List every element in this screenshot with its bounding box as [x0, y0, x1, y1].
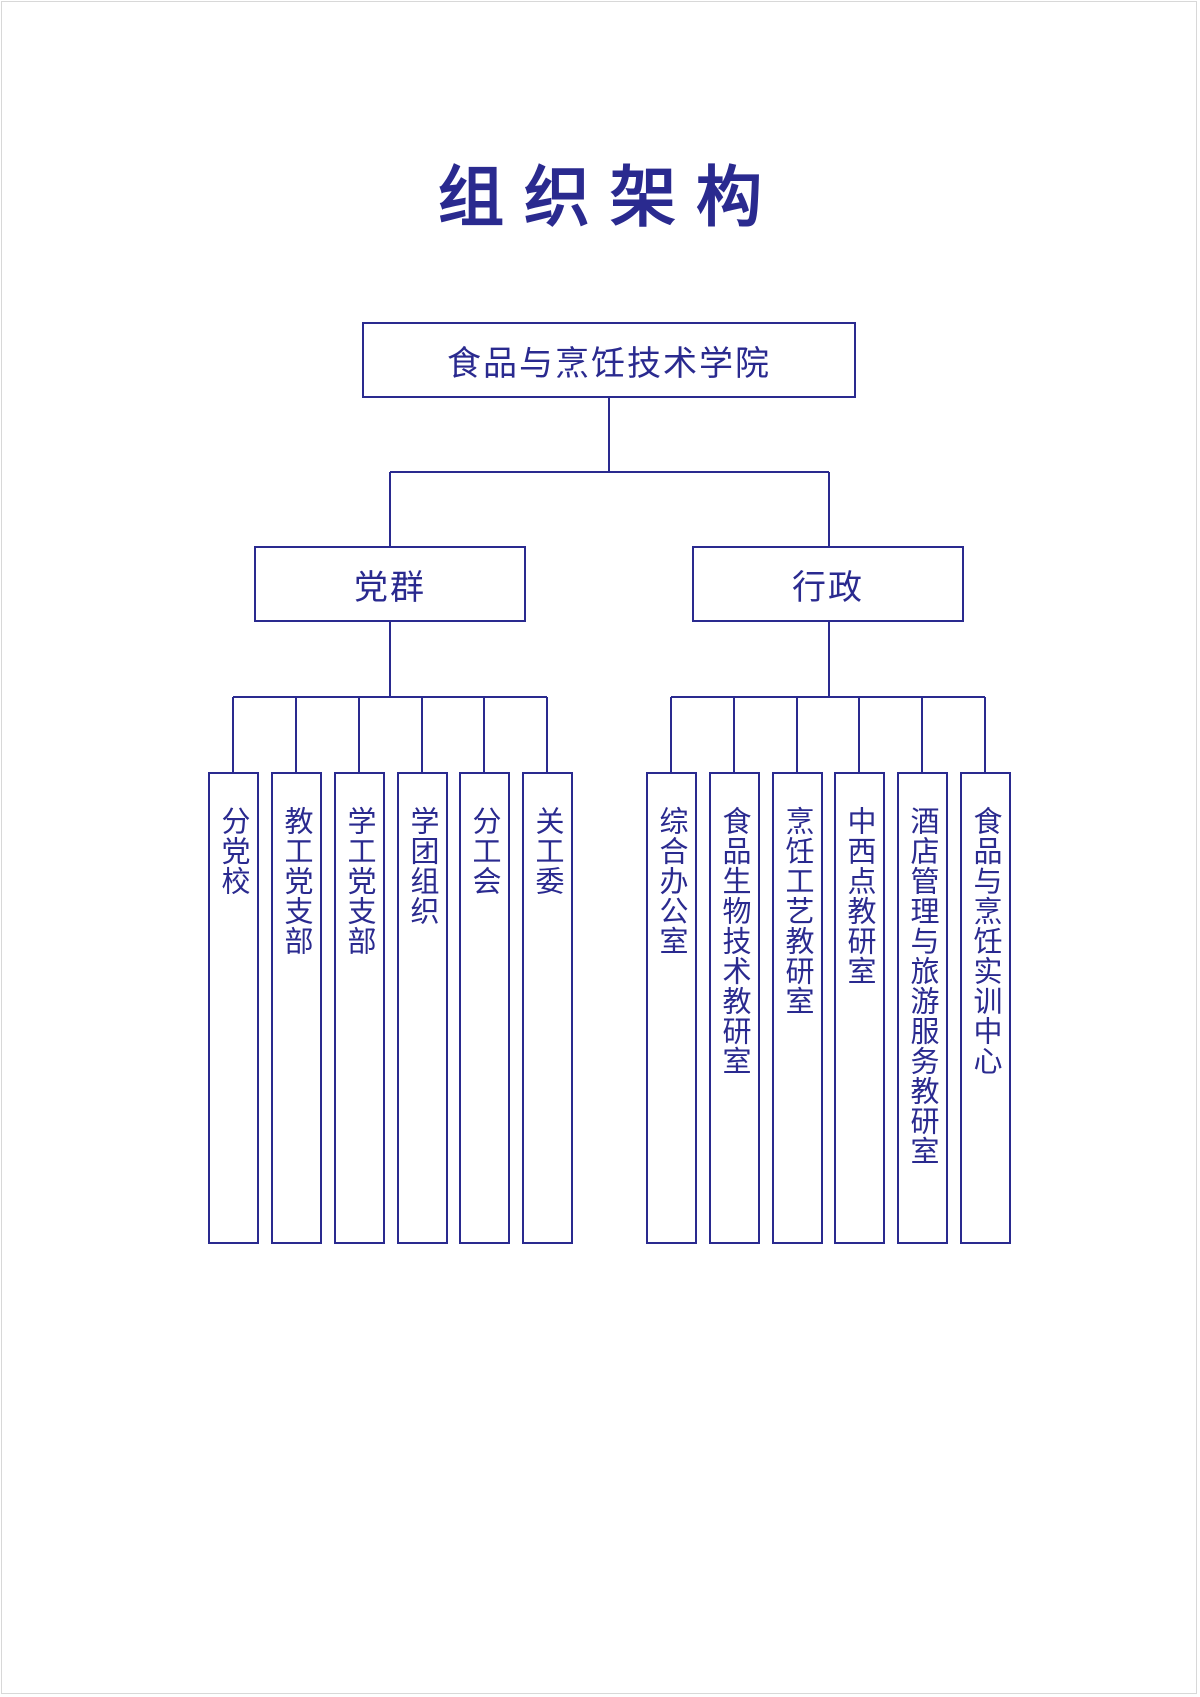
page-title: 组织架构	[438, 159, 782, 236]
leaf-label: 中西点教研室	[843, 806, 877, 986]
leaf-node: 教工党支部	[271, 772, 322, 1244]
branch-label: 党群	[354, 567, 426, 608]
branch-label: 行政	[792, 567, 864, 608]
leaf-node: 分党校	[208, 772, 259, 1244]
leaf-node: 综合办公室	[646, 772, 697, 1244]
leaf-label: 分党校	[217, 806, 251, 896]
leaf-node: 食品与烹饪实训中心	[960, 772, 1011, 1244]
leaf-label: 烹饪工艺教研室	[781, 806, 815, 1016]
leaf-node: 酒店管理与旅游服务教研室	[897, 772, 948, 1244]
leaf-label: 学工党支部	[343, 806, 377, 956]
branch-node-party: 党群	[254, 546, 526, 622]
leaf-label: 教工党支部	[280, 806, 314, 956]
root-node: 食品与烹饪技术学院	[362, 322, 856, 398]
leaf-node: 学工党支部	[334, 772, 385, 1244]
leaf-node: 关工委	[522, 772, 573, 1244]
leaf-label: 分工会	[468, 806, 502, 896]
leaf-label: 食品生物技术教研室	[718, 806, 752, 1076]
leaf-node: 学团组织	[397, 772, 448, 1244]
leaf-label: 综合办公室	[655, 806, 689, 956]
leaf-node: 烹饪工艺教研室	[772, 772, 823, 1244]
root-label: 食品与烹饪技术学院	[447, 343, 771, 384]
leaf-node: 分工会	[459, 772, 510, 1244]
leaf-label: 学团组织	[406, 806, 440, 926]
leaf-label: 关工委	[531, 806, 565, 896]
leaf-node: 中西点教研室	[834, 772, 885, 1244]
leaf-label: 酒店管理与旅游服务教研室	[906, 806, 940, 1166]
branch-node-admin: 行政	[692, 546, 964, 622]
leaf-node: 食品生物技术教研室	[709, 772, 760, 1244]
leaf-label: 食品与烹饪实训中心	[969, 806, 1003, 1076]
